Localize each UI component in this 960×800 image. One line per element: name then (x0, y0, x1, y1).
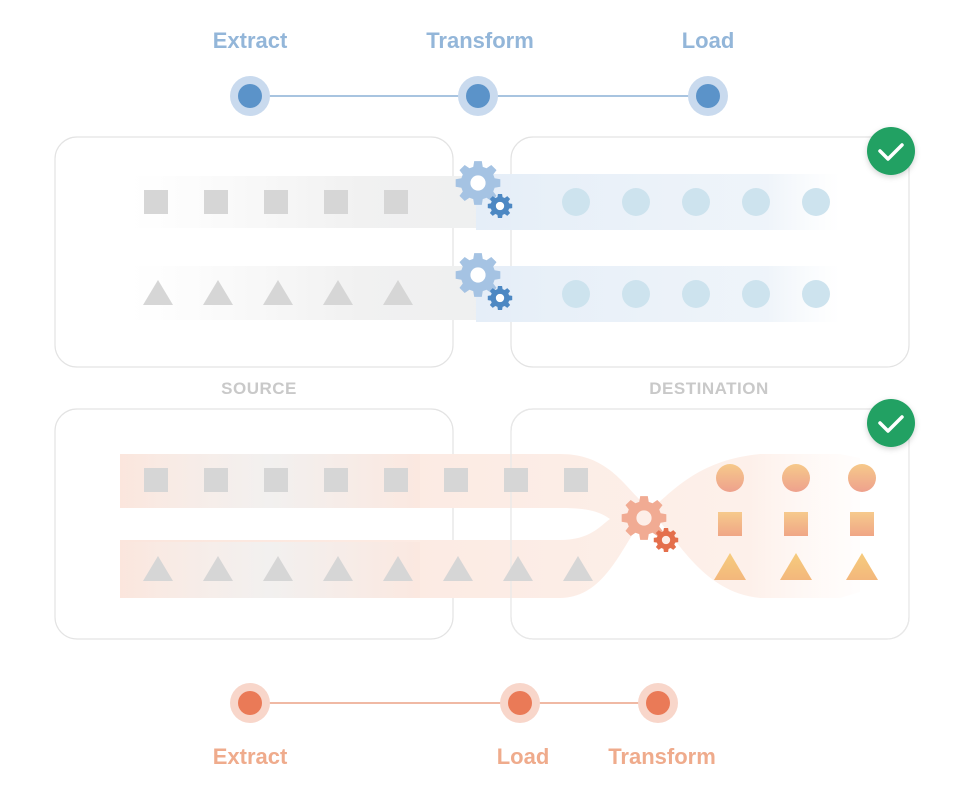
etl-band-1-dest (476, 174, 840, 230)
elt-output-squares (718, 512, 874, 536)
etl-destination-panel (510, 136, 910, 368)
destination-caption: DESTINATION (649, 379, 769, 398)
gray-triangle (263, 556, 293, 581)
blue-circle (622, 188, 650, 216)
gray-triangle (323, 280, 353, 305)
elt-output-circles (716, 464, 876, 492)
elt-source-panel (54, 408, 454, 640)
gray-square (444, 468, 468, 492)
etl-step-extract-label: Extract (212, 28, 288, 53)
gray-square (564, 468, 588, 492)
gray-triangle (563, 556, 593, 581)
gray-square (144, 468, 168, 492)
etl-node-transform (458, 76, 498, 116)
elt-step-extract-label: Extract (212, 744, 288, 769)
gray-square (384, 190, 408, 214)
blue-circle (562, 188, 590, 216)
gray-square (204, 190, 228, 214)
gray-triangle (203, 556, 233, 581)
elt-step-transform-label: Transform (608, 744, 716, 769)
gray-square (324, 468, 348, 492)
orange-square (850, 512, 874, 536)
gray-triangle (383, 280, 413, 305)
gray-square (384, 468, 408, 492)
gear-icon (653, 528, 679, 552)
gray-square (204, 468, 228, 492)
blue-circle (742, 188, 770, 216)
etl-band-2-source (130, 266, 510, 320)
source-caption: SOURCE (221, 379, 297, 398)
blue-circle (622, 280, 650, 308)
etl-dest-circles-row1 (562, 188, 830, 216)
elt-step-load-label: Load (496, 744, 550, 769)
gray-triangle (263, 280, 293, 305)
etl-step-transform-label: Transform (426, 28, 534, 53)
orange-triangle (780, 553, 812, 580)
etl-dest-circles-row2 (562, 280, 830, 308)
orange-circle (782, 464, 810, 492)
gear-icon (455, 253, 501, 297)
elt-node-extract (230, 683, 270, 723)
elt-squares (144, 468, 588, 492)
etl-source-squares (144, 190, 408, 214)
check-icon (867, 399, 915, 447)
elt-node-load (500, 683, 540, 723)
etl-source-triangles (143, 280, 413, 305)
blue-circle (562, 280, 590, 308)
blue-circle (802, 188, 830, 216)
gray-triangle (323, 556, 353, 581)
etl-band-2-dest (476, 266, 840, 322)
orange-circle (716, 464, 744, 492)
gray-square (264, 468, 288, 492)
gray-triangle (443, 556, 473, 581)
gear-icon (621, 496, 667, 540)
etl-band-1-source (130, 176, 510, 228)
elt-destination-panel-border (510, 408, 910, 640)
orange-square (718, 512, 742, 536)
orange-circle (848, 464, 876, 492)
check-icon (867, 127, 915, 175)
orange-square (784, 512, 808, 536)
gray-triangle (143, 280, 173, 305)
blue-circle (802, 280, 830, 308)
etl-node-load (688, 76, 728, 116)
etl-node-extract (230, 76, 270, 116)
gray-triangle (503, 556, 533, 581)
etl-step-load-label: Load (681, 28, 735, 53)
gear-icon (487, 194, 513, 218)
elt-output-triangles (714, 553, 878, 580)
blue-circle (742, 280, 770, 308)
gear-icon (487, 286, 513, 310)
gray-square (144, 190, 168, 214)
elt-node-transform (638, 683, 678, 723)
gray-square (504, 468, 528, 492)
etl-source-panel (54, 136, 454, 368)
gray-triangle (143, 556, 173, 581)
gray-square (264, 190, 288, 214)
gray-square (324, 190, 348, 214)
orange-triangle (846, 553, 878, 580)
gray-triangle (203, 280, 233, 305)
elt-triangles (143, 556, 593, 581)
orange-triangle (714, 553, 746, 580)
blue-circle (682, 188, 710, 216)
blue-circle (682, 280, 710, 308)
gear-icon (455, 161, 501, 205)
gray-triangle (383, 556, 413, 581)
